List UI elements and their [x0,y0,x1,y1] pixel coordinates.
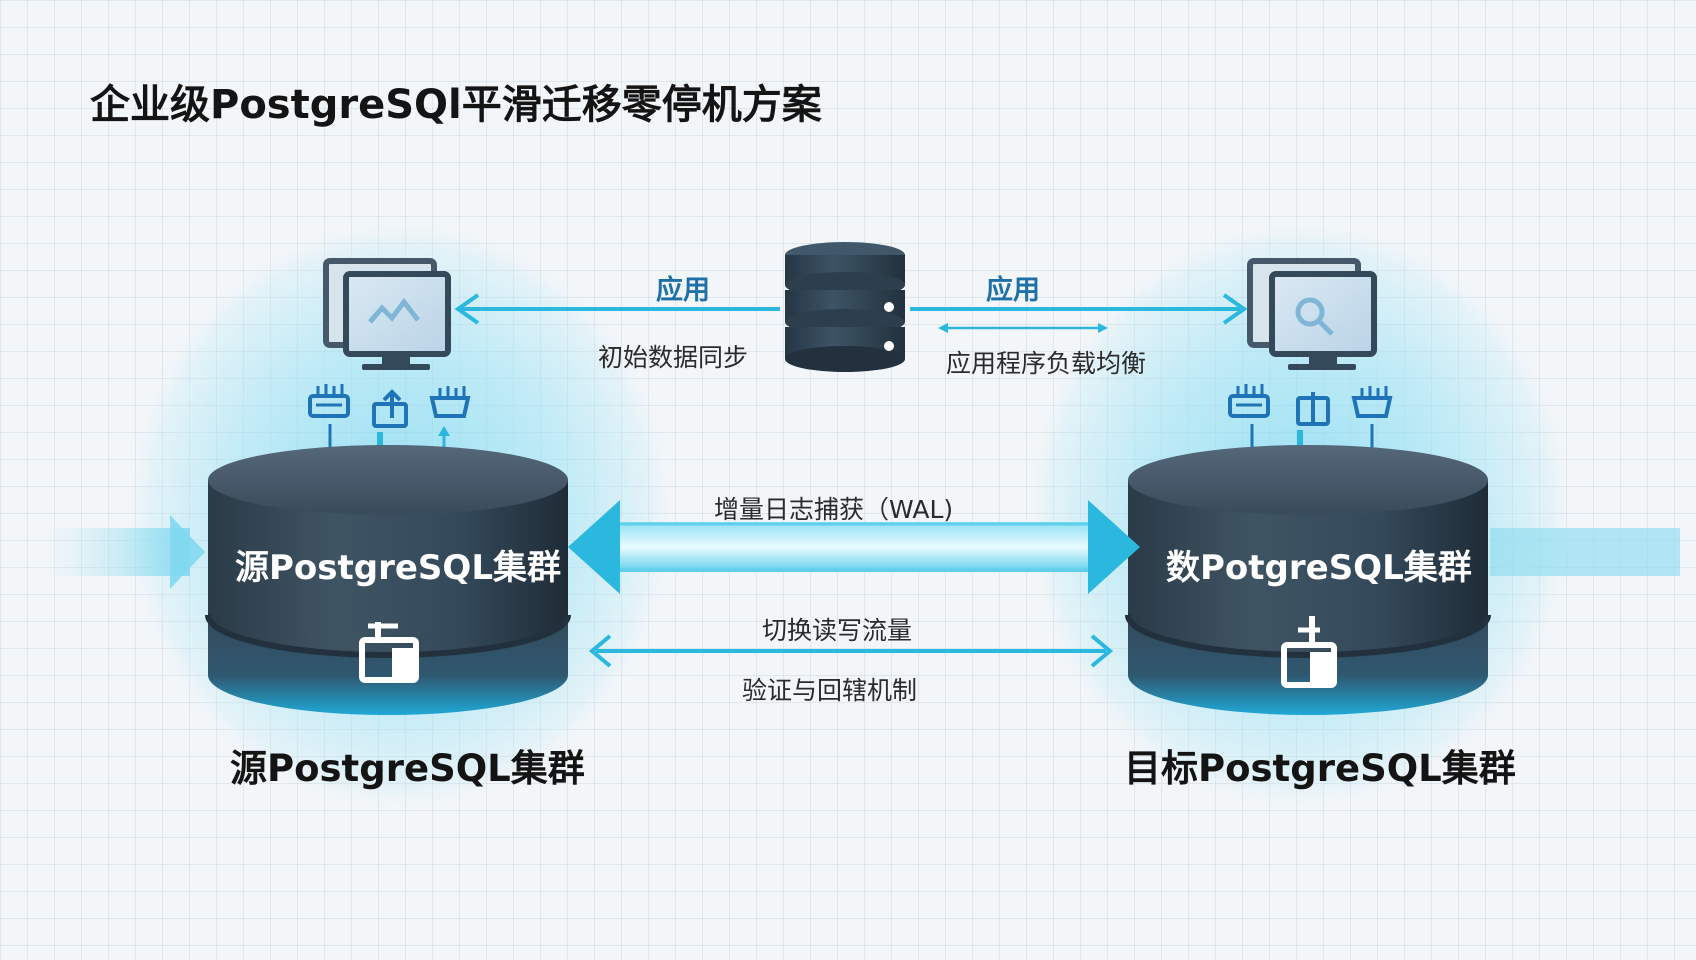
source-cylinder-label: 源PostgreSQL集群 [235,548,561,588]
arrow-to-source-app [454,293,780,325]
load-balance-arrow [938,323,1108,333]
wal-double-arrow [568,500,1140,594]
target-app-label: 应用 [986,275,1040,306]
source-app-label: 应用 [656,275,710,306]
target-cluster-caption: 目标PostgreSQL集群 [1124,747,1516,790]
target-cylinder-label: 数PotgreSQL集群 [1166,548,1472,588]
source-cluster-caption: 源PostgreSQL集群 [230,747,585,790]
source-cylinder [205,445,571,715]
target-cylinder [1125,445,1491,715]
upload-icon [1296,392,1330,426]
page-title: 企业级PostgreSQl平滑迁移零停机方案 [90,82,822,128]
arrow-to-target-app [910,293,1248,325]
initial-sync-label: 初始数据同步 [598,343,749,372]
load-balance-label: 应用程序负载均衡 [946,349,1147,378]
connector-icon [1351,386,1393,418]
connector-icon [1228,384,1270,418]
switch-traffic-label: 切换读写流量 [762,616,913,645]
network-node-icon [359,622,419,683]
upload-icon [372,389,408,428]
connector-icon [308,384,350,418]
monitor-search-icon [1247,258,1377,370]
right-side-glow [1490,528,1680,576]
database-server-icon [785,242,905,372]
switch-traffic-arrow [588,634,1114,668]
connector-icon [429,386,471,418]
wal-capture-label: 增量日志捕获（WAL) [714,495,954,524]
network-node-icon [1281,616,1337,688]
rollback-label: 验证与回辖机制 [742,676,918,705]
monitor-chart-icon [323,258,451,370]
left-side-glow [40,515,205,589]
